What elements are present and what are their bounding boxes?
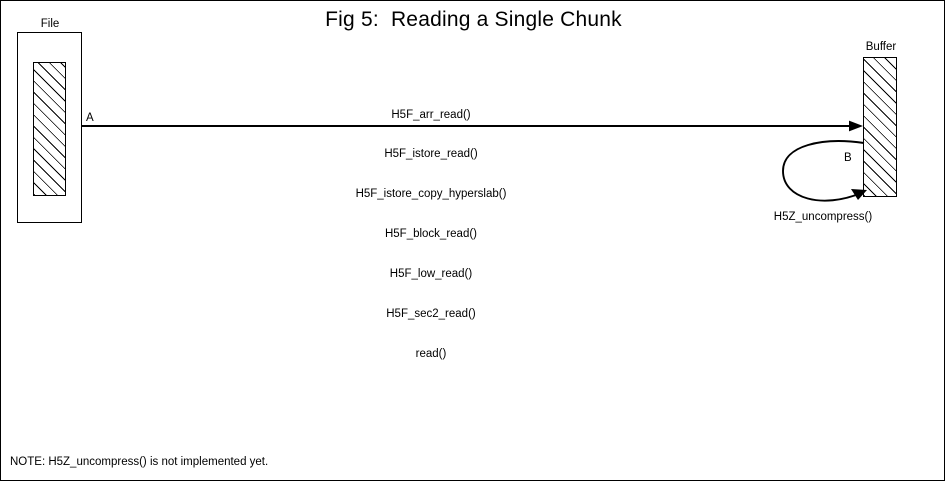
call-stack-item: H5F_block_read() bbox=[384, 228, 478, 241]
call-stack-item: H5F_istore_read() bbox=[384, 148, 478, 161]
call-stack-item: H5F_arr_read() bbox=[391, 108, 471, 121]
call-stack-item: H5F_low_read() bbox=[389, 268, 473, 281]
edge-b-label: B bbox=[844, 152, 852, 164]
edge-b-loop-arrow bbox=[782, 140, 867, 202]
file-node-label: File bbox=[40, 18, 60, 30]
buffer-node-label: Buffer bbox=[865, 41, 897, 53]
buffer-node-box bbox=[863, 57, 897, 197]
figure-title: Fig 5: Reading a Single Chunk bbox=[325, 8, 622, 31]
call-stack-item: H5F_istore_copy_hyperslab() bbox=[355, 188, 507, 201]
call-stack-item: H5F_sec2_read() bbox=[386, 308, 476, 321]
figure-note: NOTE: H5Z_uncompress() is not implemente… bbox=[10, 456, 269, 468]
edge-a-call-stack: H5F_arr_read() H5F_istore_read() H5F_ist… bbox=[331, 82, 531, 388]
edge-a-arrow bbox=[82, 120, 863, 132]
edge-a-label: A bbox=[86, 112, 94, 124]
file-chunk-hatch bbox=[33, 62, 66, 196]
call-stack-item: read() bbox=[415, 347, 447, 360]
edge-b-caption: H5Z_uncompress() bbox=[773, 211, 873, 223]
